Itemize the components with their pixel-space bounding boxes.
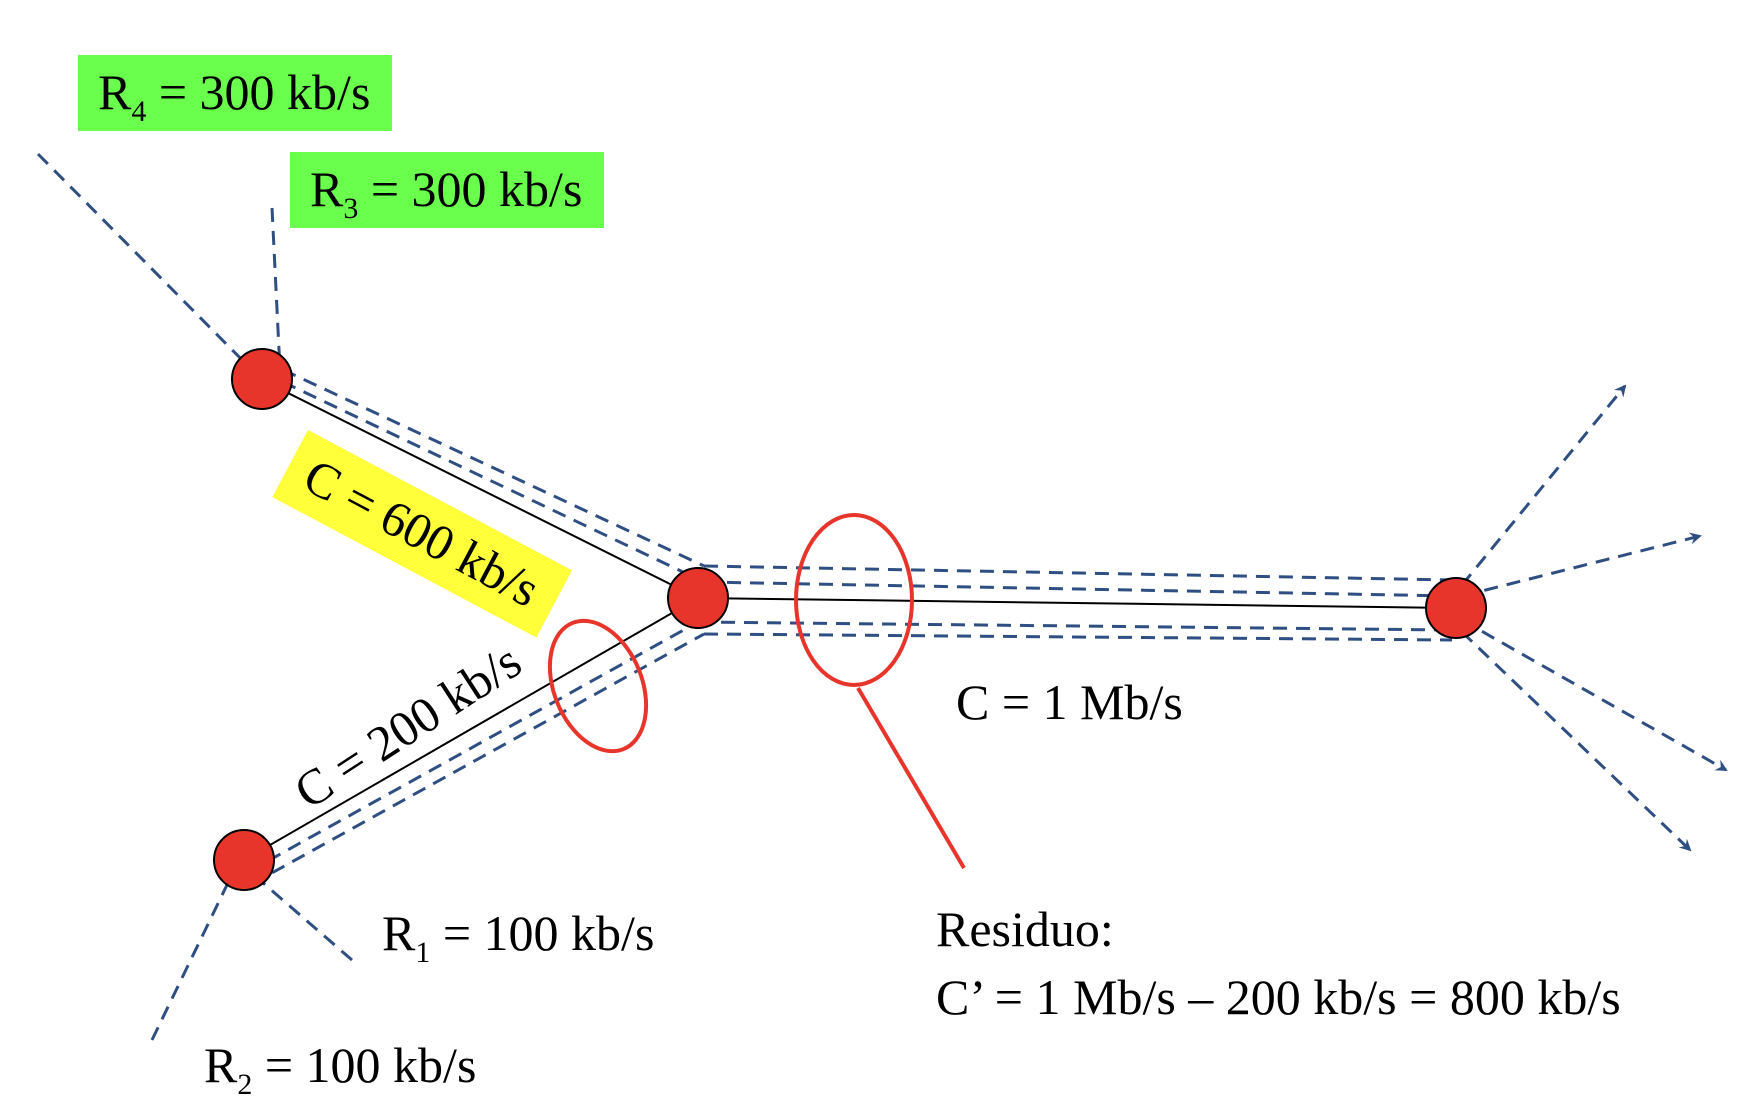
highlight-main-link <box>794 513 914 687</box>
highlights <box>547 513 966 870</box>
out-arrow-3 <box>1461 618 1728 772</box>
residual-formula: C’ = 1 Mb/s – 200 kb/s = 800 kb/s <box>936 969 1621 1025</box>
callout-line <box>856 686 966 870</box>
link-upper <box>261 379 699 599</box>
links <box>243 379 1453 861</box>
flow-paths <box>247 358 1453 886</box>
highlight-lower-link <box>547 618 649 754</box>
out-arrow-4 <box>1460 630 1692 852</box>
incoming-flows <box>36 152 353 1041</box>
node-lower <box>213 829 275 891</box>
node-right <box>1425 577 1487 639</box>
out-arrow-1 <box>1460 384 1627 586</box>
out-arrow-2 <box>1461 532 1702 598</box>
flow-label-r4: R4 = 300 kb/s <box>78 55 393 131</box>
flow-r1-stub <box>261 880 353 962</box>
link-lower <box>243 597 699 861</box>
flow-label-r1: R1 = 100 kb/s <box>382 905 655 969</box>
flow-r2-stub <box>150 857 242 1041</box>
flow-r3-stub <box>270 207 282 371</box>
link-main <box>697 597 1453 609</box>
link-label-main: C = 1 Mb/s <box>956 674 1183 730</box>
nodes <box>213 348 1487 891</box>
residual-title: Residuo: <box>936 901 1114 957</box>
outgoing-flows <box>1460 384 1728 852</box>
node-upper <box>231 348 293 410</box>
flow-r4-stub <box>36 152 264 382</box>
node-center <box>667 567 729 629</box>
flow-label-r2: R2 = 100 kb/s <box>204 1037 477 1101</box>
flow-label-r3: R3 = 300 kb/s <box>290 152 605 228</box>
